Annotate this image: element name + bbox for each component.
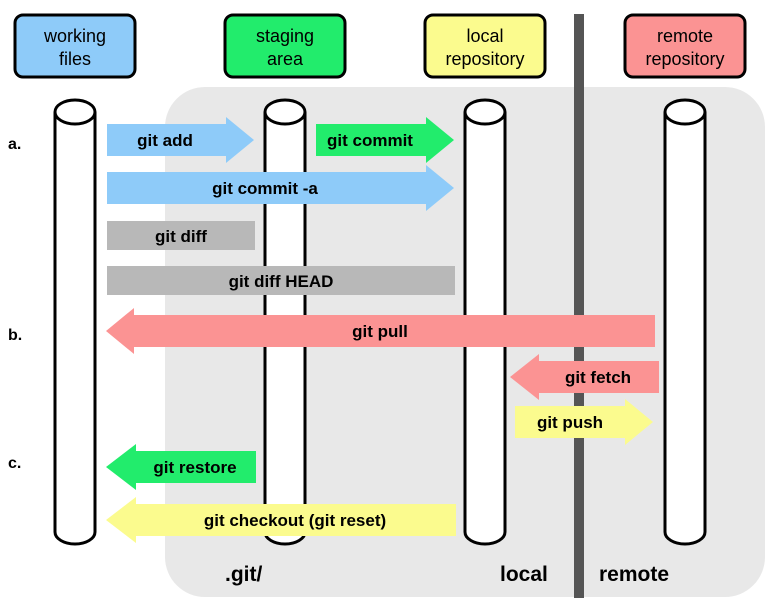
row-label-c: c. bbox=[8, 455, 21, 472]
git-checkout-label: git checkout (git reset) bbox=[204, 511, 386, 530]
git-diff-head-label: git diff HEAD bbox=[229, 272, 334, 291]
git-checkout-arrow: git checkout (git reset) bbox=[106, 497, 456, 543]
git-commit-label: git commit bbox=[327, 131, 413, 150]
git-restore-label: git restore bbox=[153, 458, 236, 477]
header-box bbox=[423, 13, 547, 79]
header-staging-area: staging area bbox=[223, 13, 347, 79]
header-line-2: repository bbox=[445, 49, 524, 69]
git-pull-label: git pull bbox=[352, 322, 408, 341]
header-remote-repository: remote repository bbox=[623, 13, 747, 79]
git-add-label: git add bbox=[137, 131, 193, 150]
git-commit-a-arrow: git commit -a bbox=[107, 165, 454, 211]
header-box bbox=[13, 13, 137, 79]
header-line-1: remote bbox=[657, 26, 713, 46]
git-pull-arrow: git pull bbox=[106, 308, 655, 354]
git-commit-arrow: git commit bbox=[316, 117, 454, 163]
header-box bbox=[223, 13, 347, 79]
row-label-b: b. bbox=[8, 327, 22, 344]
header-local-repository: local repository bbox=[423, 13, 547, 79]
git-dir-label: .git/ bbox=[225, 563, 262, 586]
git-fetch-arrow: git fetch bbox=[510, 354, 659, 400]
git-push-arrow: git push bbox=[515, 399, 653, 445]
git-add-arrow: git add bbox=[107, 117, 254, 163]
git-commit-a-label: git commit -a bbox=[212, 179, 318, 198]
git-diff-label: git diff bbox=[155, 227, 207, 246]
header-line-1: staging bbox=[256, 26, 314, 46]
git-diff-head-bar: git diff HEAD bbox=[107, 266, 455, 295]
header-box bbox=[623, 13, 747, 79]
local-region-label: local bbox=[500, 563, 548, 586]
local-remote-divider bbox=[574, 14, 584, 598]
header-line-2: files bbox=[59, 49, 91, 69]
header-line-1: working bbox=[43, 26, 106, 46]
git-diff-bar: git diff bbox=[107, 221, 255, 250]
git-restore-arrow: git restore bbox=[106, 444, 256, 490]
row-label-a: a. bbox=[8, 136, 21, 153]
header-line-2: area bbox=[267, 49, 304, 69]
git-fetch-label: git fetch bbox=[565, 368, 631, 387]
git-push-label: git push bbox=[537, 413, 603, 432]
remote-repository-cylinder bbox=[663, 98, 707, 546]
working-files-cylinder bbox=[53, 98, 97, 546]
remote-region-label: remote bbox=[599, 563, 669, 586]
header-line-2: repository bbox=[645, 49, 724, 69]
header-working-files: working files bbox=[13, 13, 137, 79]
header-line-1: local bbox=[466, 26, 503, 46]
